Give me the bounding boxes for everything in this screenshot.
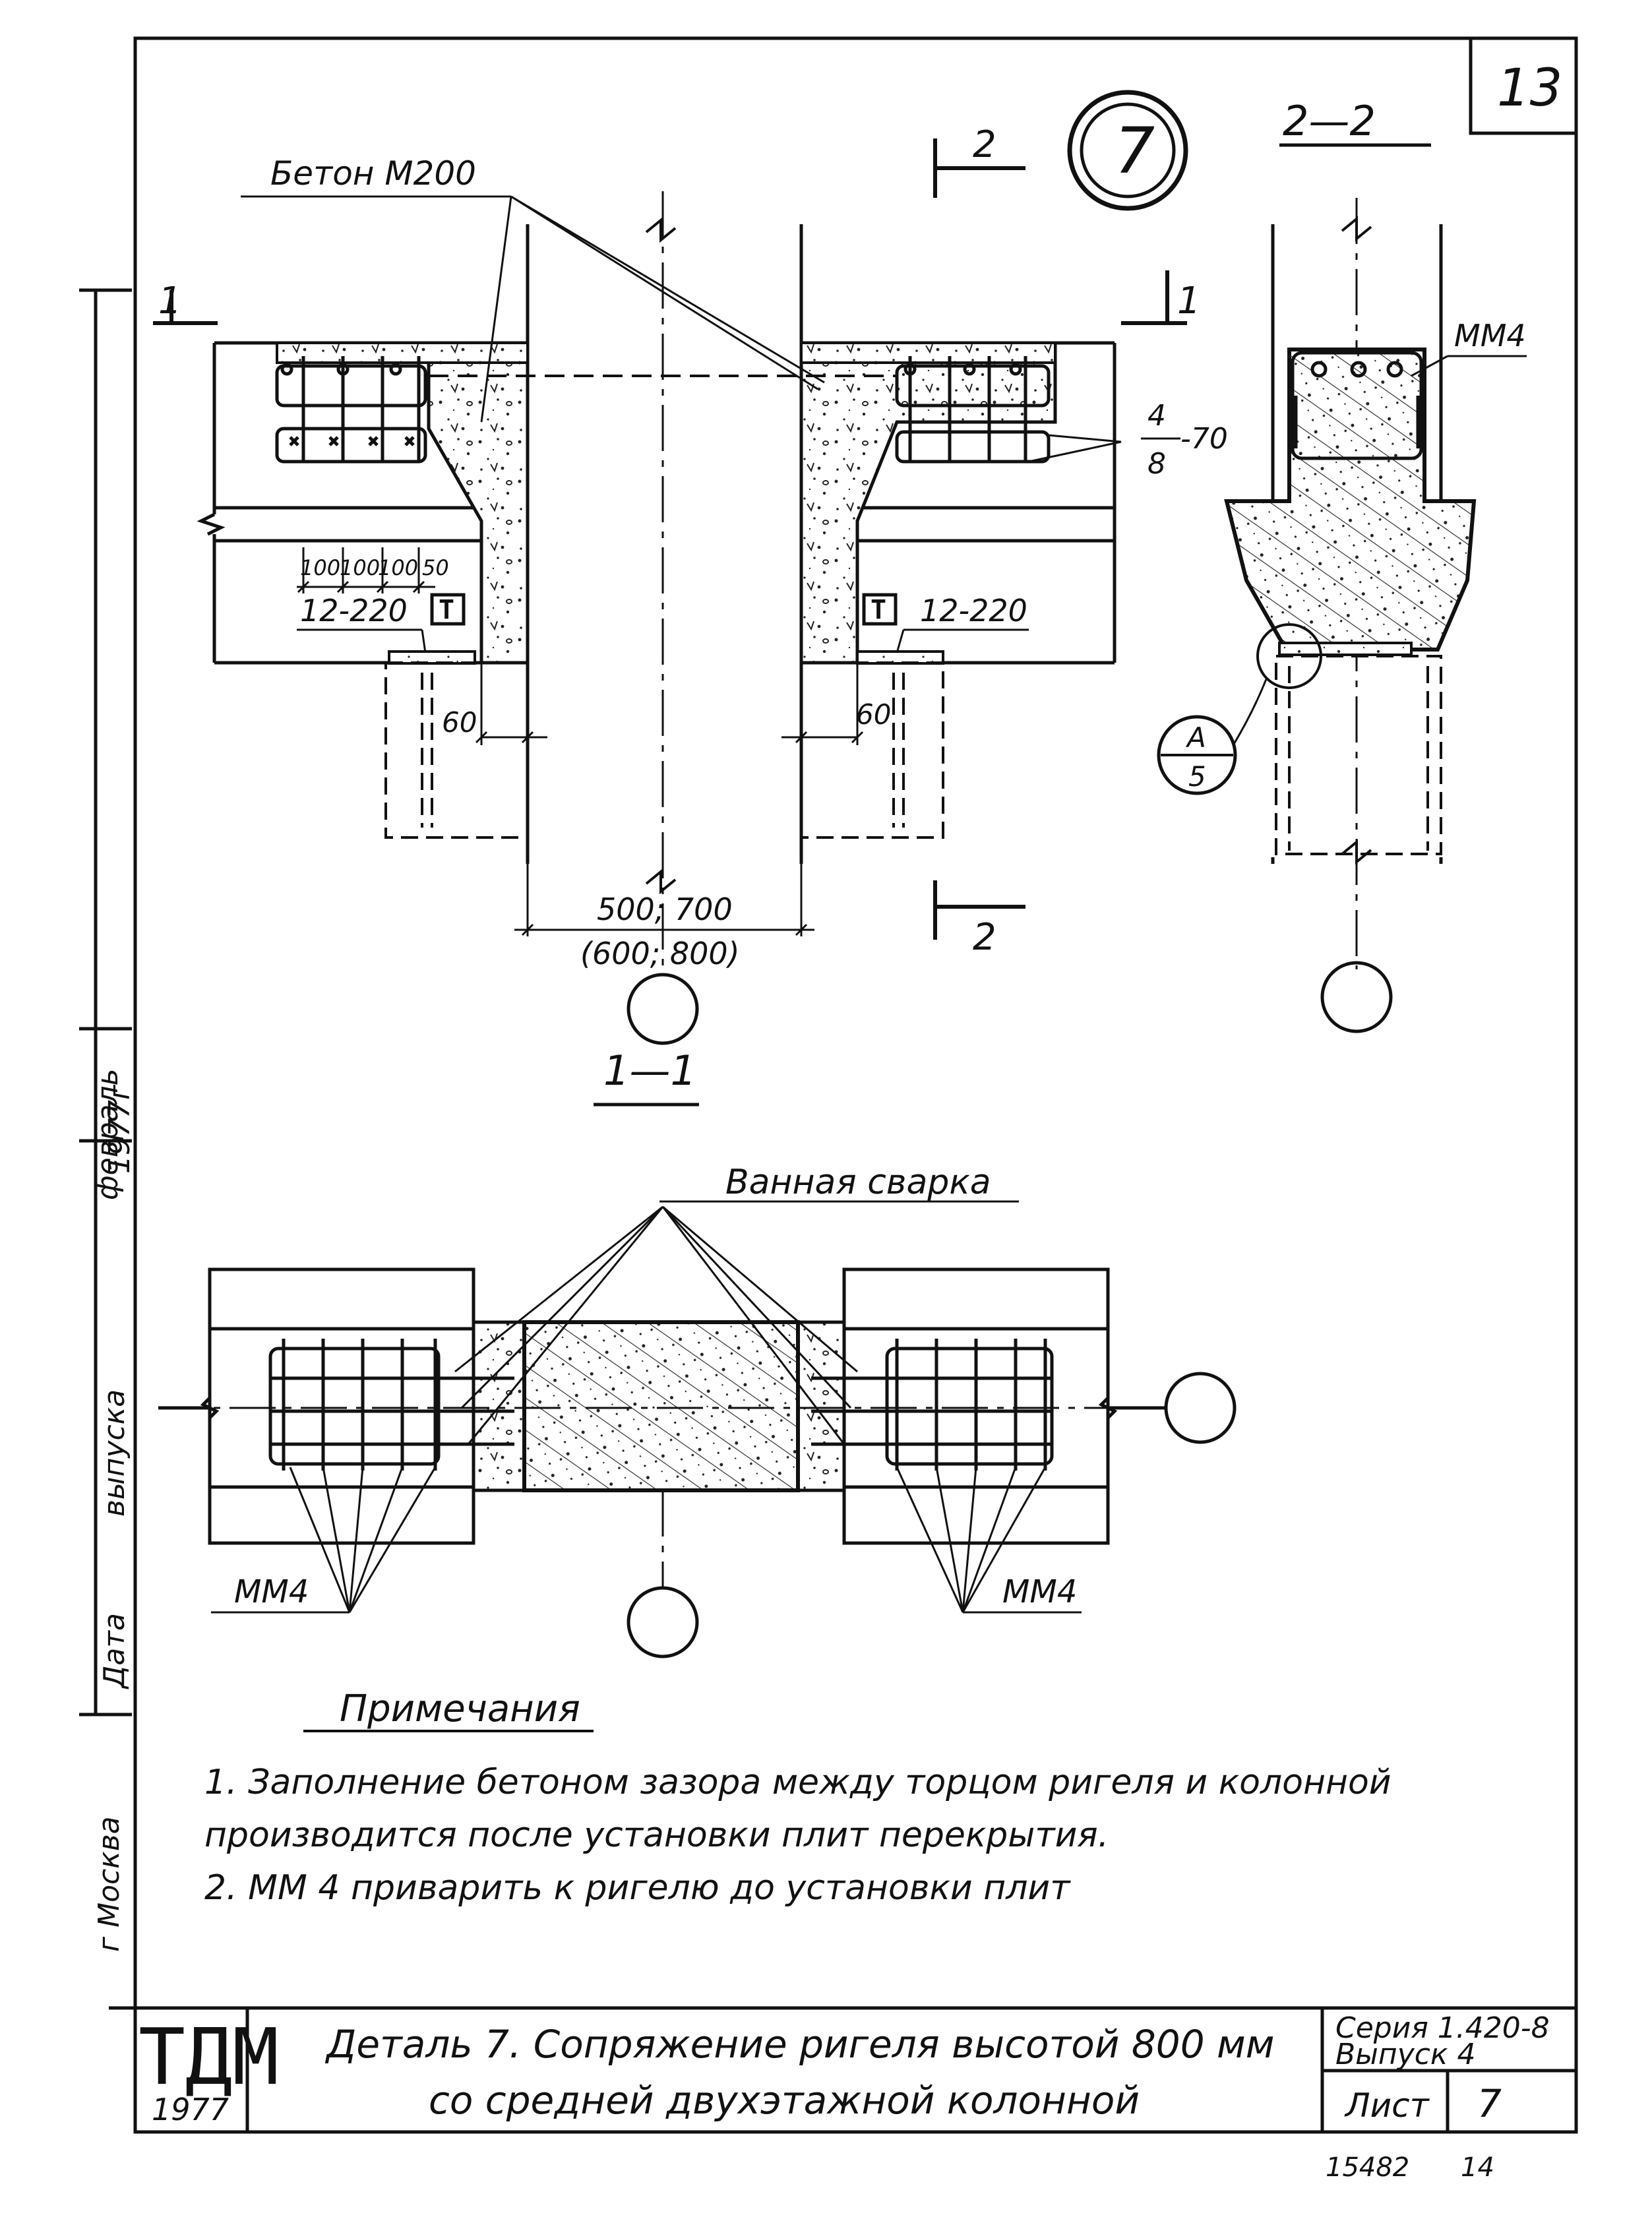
concrete-top-band-right: [800, 342, 1056, 364]
sheet-number: 13: [1497, 59, 1562, 118]
mm4-right: ММ4: [1002, 1573, 1077, 1610]
plate-label-left: 12-220: [300, 593, 408, 628]
issue: Выпуск 4: [1335, 2038, 1475, 2071]
margin-issue-label: выпуска: [98, 1389, 131, 1517]
section22-corbel: [1275, 655, 1442, 855]
sheet-label: Лист: [1344, 2086, 1430, 2125]
section11-column: [522, 1320, 800, 1492]
axis-bubble-section11-right: [1164, 1372, 1237, 1444]
dim-100-a: 100: [300, 555, 340, 580]
bars-note-suffix: -70: [1180, 422, 1228, 456]
weld-label: Ванная сварка: [725, 1163, 991, 1202]
t-mark-right: Т: [862, 593, 898, 626]
section11-rebar-right: [811, 1339, 1054, 1471]
svg-text:Т: Т: [439, 595, 454, 625]
margin-city: г Москва: [92, 1816, 126, 1952]
note-line-1: 1. Заполнение бетоном зазора между торцо…: [204, 1763, 1392, 1802]
section11-rebar-left: [268, 1339, 514, 1471]
section22-lower-column: [1271, 857, 1443, 864]
note-line-2: производится после установки плит перекр…: [204, 1815, 1109, 1855]
bearing-plate-left: [388, 650, 476, 665]
logo-year: 1977: [152, 2092, 229, 2127]
section22-bearing: [1278, 642, 1413, 656]
logo-text: ТДМ: [138, 2011, 279, 2102]
weld-leaders: [454, 1205, 858, 1445]
rebar-cage-right: [895, 356, 1051, 464]
dim-60-lines: [475, 663, 864, 745]
title-line-2: со средней двухэтажной колонной: [429, 2078, 1140, 2123]
notes-heading: Примечания: [340, 1687, 580, 1730]
detail-number-circle: [1067, 90, 1188, 211]
rebar-cage-left: [275, 356, 427, 464]
column-corbels: [384, 661, 944, 839]
column-width-alt: (600; 800): [580, 936, 740, 971]
section22-mm4-leader: [1411, 355, 1448, 377]
svg-text:Т: Т: [871, 595, 886, 625]
dim-60-right: 60: [856, 698, 891, 731]
dim-chain-bars: [297, 547, 435, 593]
bars-note-den: 8: [1147, 447, 1166, 481]
dim-50: 50: [422, 555, 449, 580]
series: Серия 1.420-8: [1335, 2011, 1550, 2045]
axis-bubble-section22: [1320, 961, 1393, 1033]
elevation-view: [197, 191, 1117, 969]
detail-number: 7: [1115, 114, 1155, 188]
concrete-label: Бетон М200: [270, 154, 476, 193]
section-mark-1-right: [1121, 270, 1187, 325]
section22-title: 2—2: [1283, 97, 1376, 145]
margin-date-label: Дата: [98, 1613, 131, 1689]
footer-page: 14: [1461, 2152, 1494, 2183]
section22-detail-circle: [1256, 623, 1322, 689]
dim-100-b: 100: [340, 555, 380, 580]
section22-callout-leader: [1232, 679, 1268, 746]
axis-bubble-section11-bottom: [627, 1586, 699, 1658]
bars-note-num: 4: [1147, 399, 1166, 433]
sheet-value: 7: [1477, 2081, 1502, 2126]
svg-text:5: 5: [1188, 760, 1206, 793]
axis-bubble-elevation: [627, 973, 699, 1045]
section-mark-1-left: [153, 290, 218, 325]
concrete-label-leaders: [241, 195, 825, 423]
footer-code: 15482: [1326, 2152, 1409, 2183]
section-mark-2-bottom: [933, 880, 1025, 940]
margin-month: февраль: [91, 1068, 125, 1200]
section22-mm4: ММ4: [1454, 318, 1526, 353]
note-line-3: 2. ММ 4 приварить к ригелю до установки …: [204, 1868, 1071, 1908]
column-width: 500; 700: [597, 892, 733, 927]
section-mark-1-left-label: 1: [158, 280, 182, 322]
t-mark-left: Т: [430, 593, 466, 626]
mm4-left: ММ4: [234, 1573, 309, 1610]
mm4-leaders-left: [211, 1467, 437, 1614]
section22-beam: [1224, 348, 1477, 652]
title-block: [135, 2006, 1576, 2132]
section-mark-2-bottom-label: 2: [973, 916, 996, 959]
section-mark-1-right-label: 1: [1177, 280, 1201, 322]
plate-label-leaders: [297, 628, 1029, 654]
bars-note-leaders: [1028, 434, 1180, 463]
margin-date-value: 1977г: [103, 1084, 137, 1174]
left-margin-strip: [79, 288, 135, 2010]
column-width-dim: [514, 864, 814, 936]
concrete-top-band-left: [276, 342, 529, 364]
svg-text:А: А: [1185, 721, 1206, 754]
dim-100-c: 100: [378, 555, 418, 580]
sheet-frame: [133, 36, 1578, 2134]
section-mark-2-top-label: 2: [973, 123, 996, 166]
section-mark-2-top: [933, 138, 1025, 198]
plate-label-right: 12-220: [920, 593, 1027, 628]
callout-a-5: А 5: [1157, 715, 1237, 795]
mm4-leaders-right: [896, 1467, 1082, 1614]
section11-title: 1—1: [603, 1047, 696, 1095]
title-line-1: Деталь 7. Сопряжение ригеля высотой 800 …: [324, 2022, 1275, 2067]
dim-60-left: 60: [442, 706, 477, 739]
section22-rebar: [1291, 351, 1423, 460]
bearing-plate-right: [856, 650, 944, 665]
